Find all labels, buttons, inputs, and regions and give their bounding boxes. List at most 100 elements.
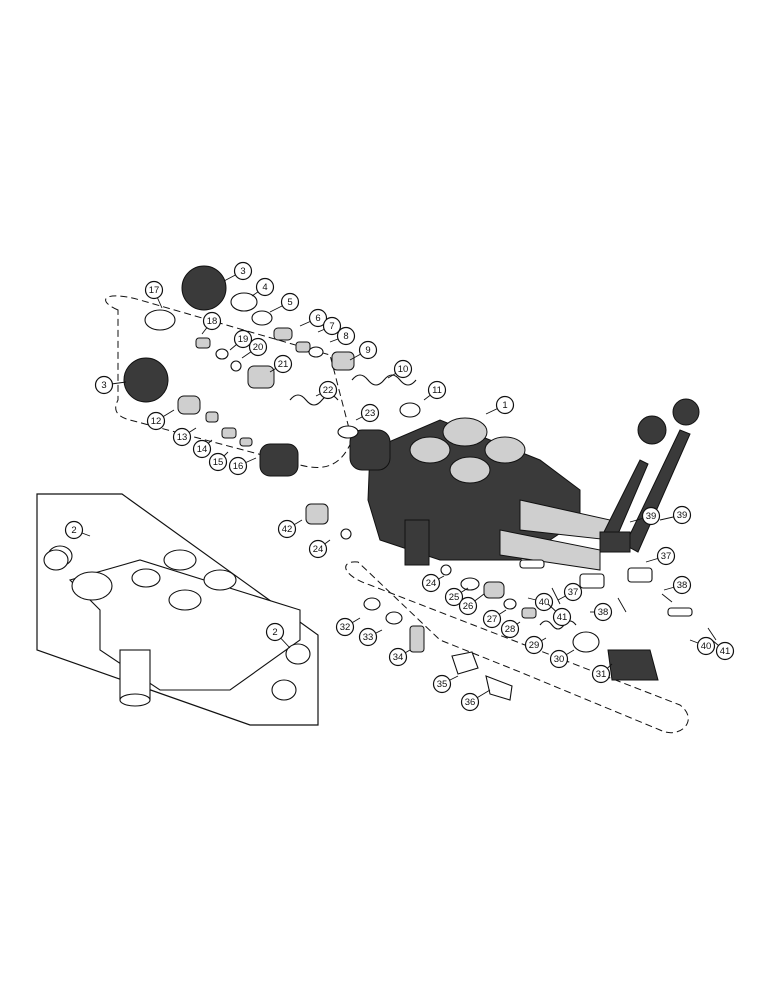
callout-8: 8 <box>329 326 356 346</box>
callout-number: 29 <box>529 640 540 651</box>
callout-number: 2 <box>71 525 76 536</box>
callout-circle <box>248 337 268 357</box>
callout-circle <box>715 641 735 661</box>
callout-number: 21 <box>278 359 289 370</box>
callout-circle <box>444 587 464 607</box>
callout-10: 10 <box>387 359 413 379</box>
callout-number: 42 <box>282 524 293 535</box>
callout-34: 34 <box>388 647 411 667</box>
callout-number: 7 <box>329 321 334 332</box>
callout-2: 2 <box>265 622 291 649</box>
callout-number: 10 <box>398 364 409 375</box>
cap-upper <box>181 265 227 311</box>
callout-3: 3 <box>223 261 253 282</box>
callout-circle <box>172 427 192 447</box>
callout-circle <box>202 311 222 331</box>
callout-number: 17 <box>149 285 160 296</box>
callout-32: 32 <box>335 617 361 637</box>
callout-circle <box>144 280 164 300</box>
callout-number: 2 <box>272 627 277 638</box>
callout-29: 29 <box>524 635 547 655</box>
callout-19: 19 <box>229 329 253 351</box>
callout-circle <box>696 636 716 656</box>
callout-circle <box>273 354 293 374</box>
callout-number: 3 <box>240 266 245 277</box>
callout-4: 4 <box>251 277 275 297</box>
callout-circle <box>563 582 583 602</box>
callout-3: 3 <box>94 375 127 395</box>
callout-number: 18 <box>207 316 218 327</box>
callout-circle <box>277 519 297 539</box>
callout-number: 25 <box>449 592 460 603</box>
callout-35: 35 <box>432 674 459 694</box>
callout-circle <box>534 592 554 612</box>
callout-5: 5 <box>269 292 300 313</box>
callout-circle <box>591 664 611 684</box>
callout-40: 40 <box>689 636 716 656</box>
callout-31: 31 <box>591 663 613 684</box>
callout-number: 36 <box>465 697 476 708</box>
callout-15: 15 <box>208 451 229 472</box>
callout-circle <box>265 622 285 642</box>
callout-37: 37 <box>557 582 583 602</box>
upper-group-outline <box>105 295 353 468</box>
callout-circle <box>524 635 544 655</box>
inset-valve-body <box>68 549 301 707</box>
callout-circle <box>228 456 248 476</box>
callout-6: 6 <box>299 308 328 328</box>
callout-39: 39 <box>629 506 661 526</box>
control-levers <box>599 398 700 553</box>
callout-circle <box>318 380 338 400</box>
callout-13: 13 <box>172 427 197 447</box>
lower-group-outline <box>345 561 689 734</box>
callout-circle <box>672 575 692 595</box>
callout-number: 33 <box>363 632 374 643</box>
callout-circle <box>64 520 84 540</box>
callout-24: 24 <box>308 539 331 559</box>
callout-number: 5 <box>287 297 292 308</box>
callout-circle <box>233 329 253 349</box>
callout-circle <box>358 627 378 647</box>
callout-36: 36 <box>460 689 491 712</box>
callout-circle <box>335 617 355 637</box>
callout-number: 39 <box>677 510 688 521</box>
callout-circle <box>94 375 114 395</box>
callout-number: 41 <box>557 612 568 623</box>
callout-number: 15 <box>213 457 224 468</box>
cap-lower <box>123 357 169 403</box>
callout-circle <box>308 308 328 328</box>
callout-number: 14 <box>197 444 208 455</box>
callout-39: 39 <box>659 505 692 525</box>
callout-circle <box>482 609 502 629</box>
callout-number: 35 <box>437 679 448 690</box>
callout-circle <box>393 359 413 379</box>
callout-14: 14 <box>192 439 213 459</box>
callout-2: 2 <box>64 520 91 540</box>
callout-9: 9 <box>349 340 378 361</box>
callout-circle <box>388 647 408 667</box>
callout-number: 28 <box>505 624 516 635</box>
callout-23: 23 <box>355 403 380 423</box>
callout-17: 17 <box>144 280 164 309</box>
callout-circle <box>360 403 380 423</box>
callout-circle <box>192 439 212 459</box>
callout-number: 23 <box>365 408 376 419</box>
callout-circle <box>358 340 378 360</box>
callout-25: 25 <box>444 587 469 607</box>
callout-circle <box>208 452 228 472</box>
callout-circle <box>421 573 441 593</box>
callout-number: 37 <box>568 587 579 598</box>
callout-number: 6 <box>315 313 320 324</box>
callout-number: 38 <box>598 607 609 618</box>
callout-circle <box>432 674 452 694</box>
callout-27: 27 <box>482 609 507 629</box>
callout-number: 3 <box>101 380 106 391</box>
callout-number: 24 <box>313 544 324 555</box>
callout-circle <box>427 380 447 400</box>
callout-26: 26 <box>458 593 485 616</box>
callout-circle <box>280 292 300 312</box>
callout-42: 42 <box>277 519 303 539</box>
callout-number: 16 <box>233 461 244 472</box>
